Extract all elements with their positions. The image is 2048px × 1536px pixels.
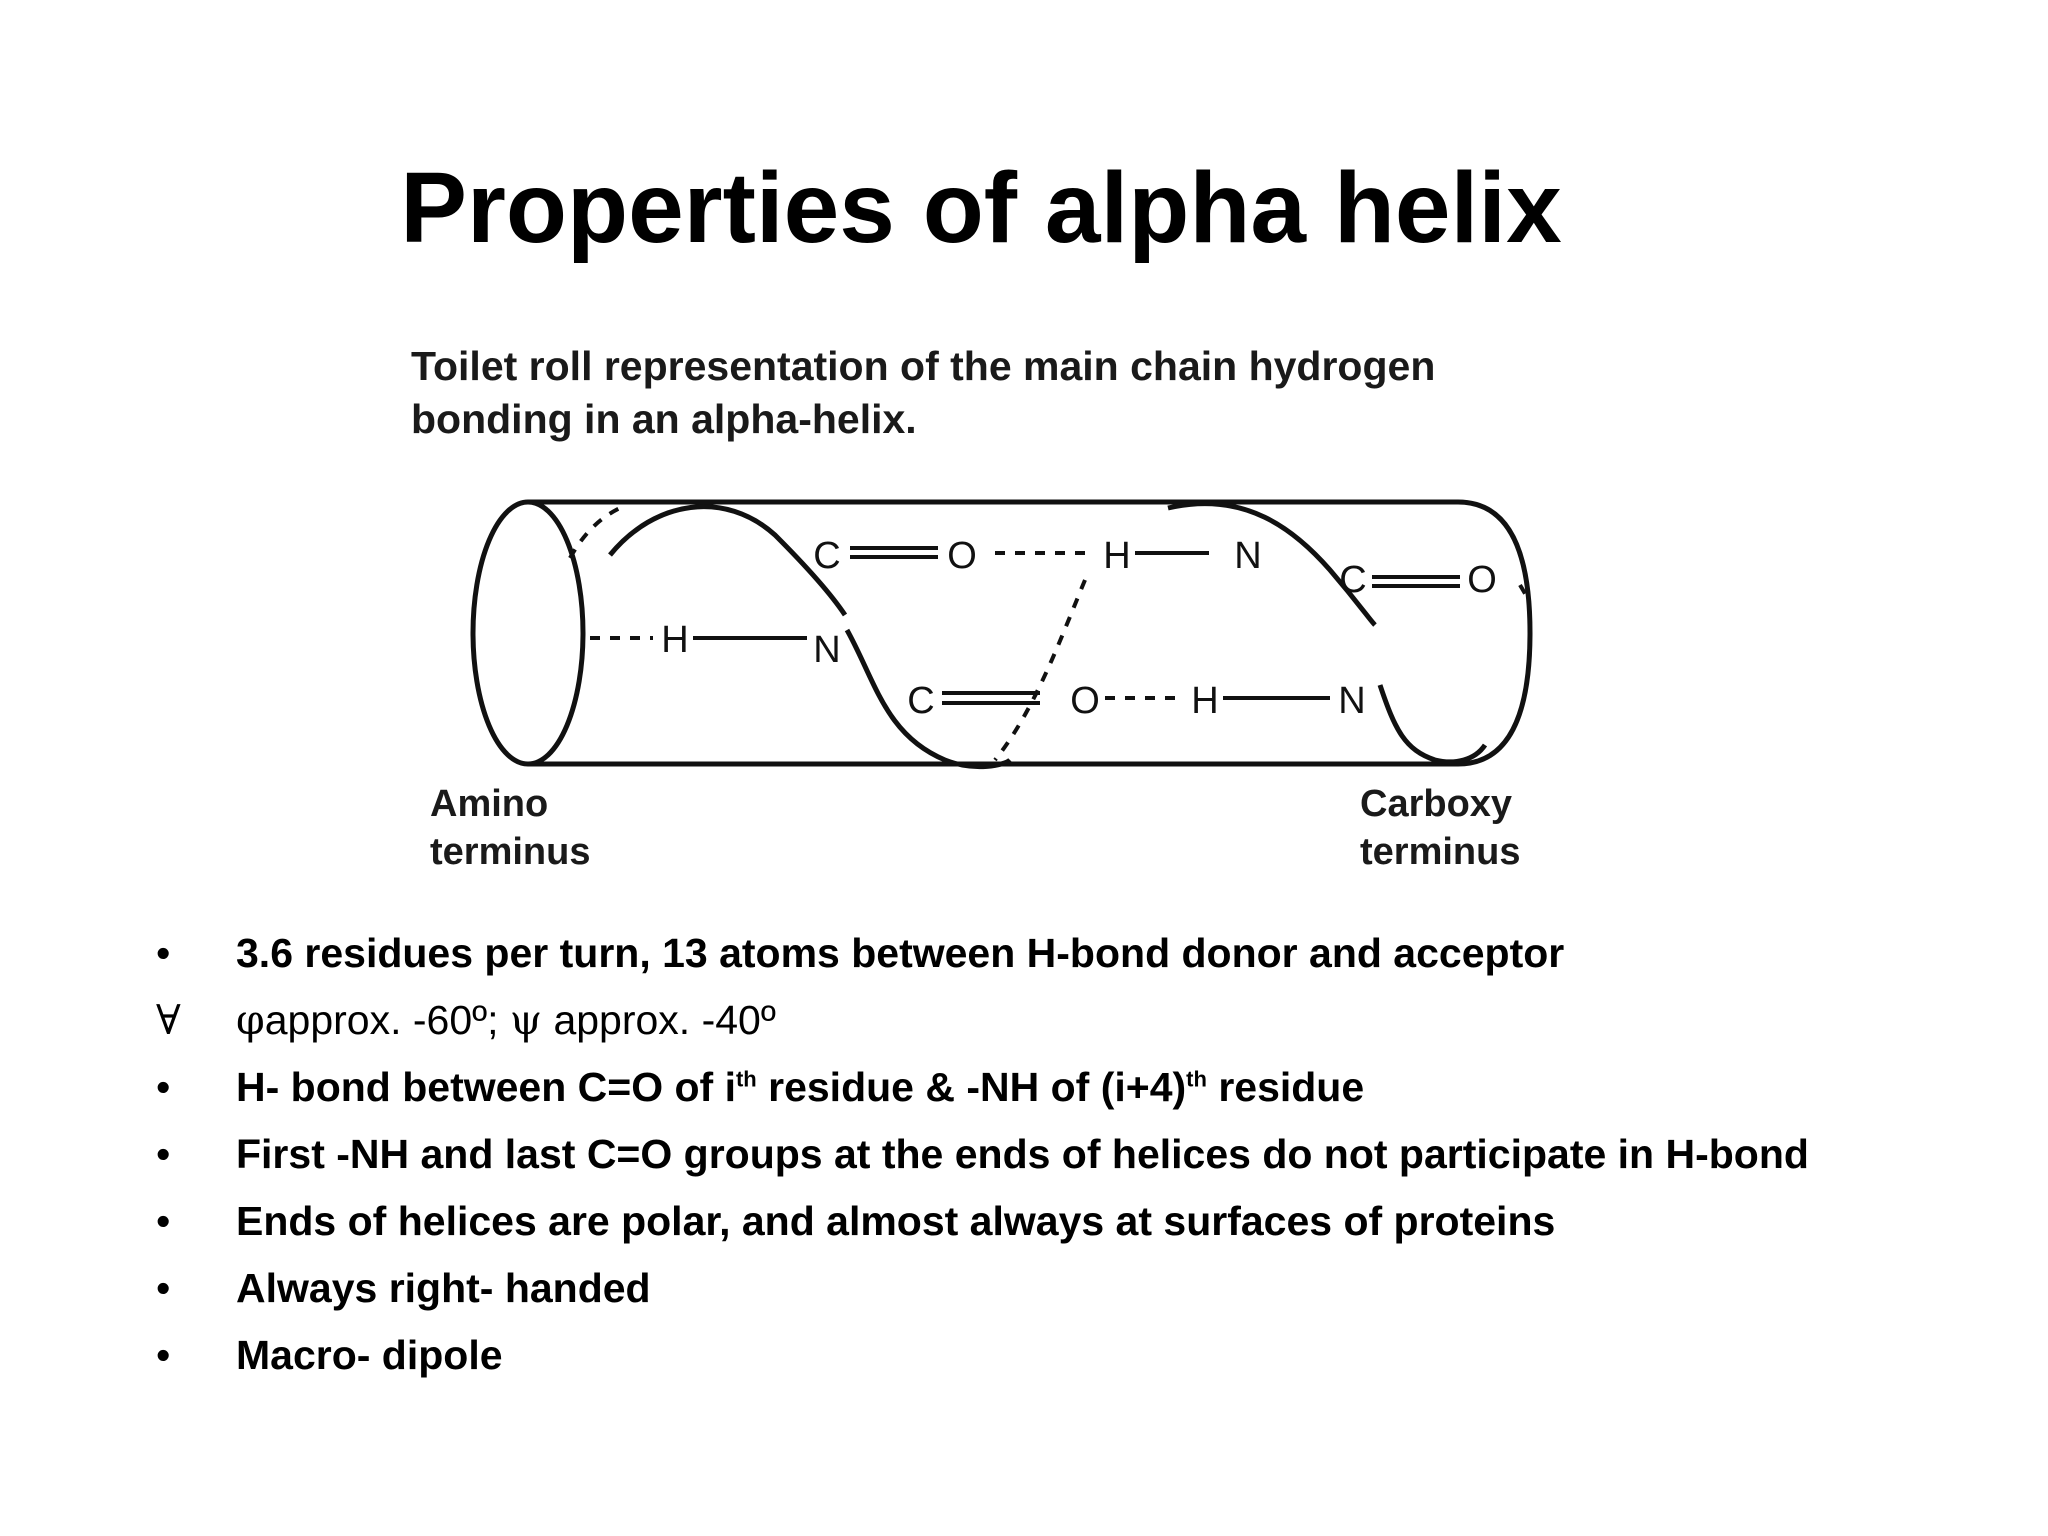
bullet-marker: • [156,1332,171,1378]
bullet-marker: • [156,1131,171,1177]
list-item-text: Ends of helices are polar, and almost al… [236,1198,1556,1244]
list-item-text: Always right- handed [236,1265,651,1311]
bullet-marker: • [156,930,171,976]
atom-c-1: C [813,535,840,577]
psi-symbol: ψ [509,996,543,1044]
diagram-caption: Toilet roll representation of the main c… [411,340,1435,446]
atom-c-2: C [1339,559,1366,601]
chain-front-curve-1 [844,628,1012,770]
list-item: • H- bond between C=O of ith residue & -… [156,1059,1896,1116]
properties-list: • 3.6 residues per turn, 13 atoms betwee… [156,925,1896,1384]
superscript: th [1186,1066,1207,1092]
chain-front-curve-2 [1377,684,1488,765]
bullet-marker: • [156,1265,171,1311]
amino-terminus-label: Amino terminus [430,780,590,876]
hidden-chain-2 [993,579,1087,762]
slide-title: Properties of alpha helix [400,152,1562,264]
caption-line-1: Toilet roll representation of the main c… [411,343,1436,389]
carboxy-label-line-2: terminus [1360,831,1521,873]
amino-label-line-1: Amino [430,783,549,825]
toilet-roll-drawing: H N C O H N C O C O H N [470,499,1533,770]
cylinder-left-end [470,499,586,767]
atom-o-2: O [1467,559,1497,601]
list-item: • Always right- handed [156,1260,1896,1317]
list-item-text: residue [1206,1064,1365,1110]
atom-h-2: H [1103,535,1130,577]
chain-back-curve-2 [1167,501,1377,627]
bullet-marker: • [156,1198,171,1244]
list-item-text: Macro- dipole [236,1332,503,1378]
atom-o-3: O [1070,680,1100,722]
list-item-text: residue & -NH of (i+4) [756,1064,1187,1110]
atom-n-1: N [813,629,840,671]
alpha-helix-diagram: Toilet roll representation of the main c… [395,340,1565,885]
caption-line-2: bonding in an alpha-helix. [411,396,917,442]
list-item-text: First -NH and last C=O groups at the end… [236,1131,1809,1177]
list-item-text: H- bond between C=O of i [236,1064,736,1110]
cylinder-outline [528,499,1533,767]
phi-symbol: φ [236,996,265,1044]
list-item-text: 3.6 residues per turn, 13 atoms between … [236,930,1565,976]
atom-h-3: H [1191,680,1218,722]
atom-h-1: H [661,619,688,661]
bullet-marker: ∀ [156,996,181,1044]
list-item: • First -NH and last C=O groups at the e… [156,1126,1896,1183]
atom-o-1: O [947,535,977,577]
amino-label-line-2: terminus [430,831,591,873]
list-item: • Ends of helices are polar, and almost … [156,1193,1896,1250]
chain-back-curve-1 [608,504,848,617]
list-item: • 3.6 residues per turn, 13 atoms betwee… [156,925,1896,982]
atom-n-3: N [1338,680,1365,722]
atom-n-2: N [1234,535,1261,577]
bullet-marker: • [156,1064,171,1110]
superscript: th [735,1066,757,1092]
psi-value-text: approx. -40º [542,997,776,1043]
list-item: • Macro- dipole [156,1327,1896,1384]
hidden-chain-1 [568,506,621,559]
hidden-chain-3 [1518,583,1532,604]
phi-value-text: approx. -60º; [264,997,510,1043]
atom-c-3: C [907,680,934,722]
carboxy-label-line-1: Carboxy [1360,783,1513,825]
list-item: ∀ φapprox. -60º; ψ approx. -40º [156,992,1896,1049]
carboxy-terminus-label: Carboxy terminus [1360,780,1520,876]
